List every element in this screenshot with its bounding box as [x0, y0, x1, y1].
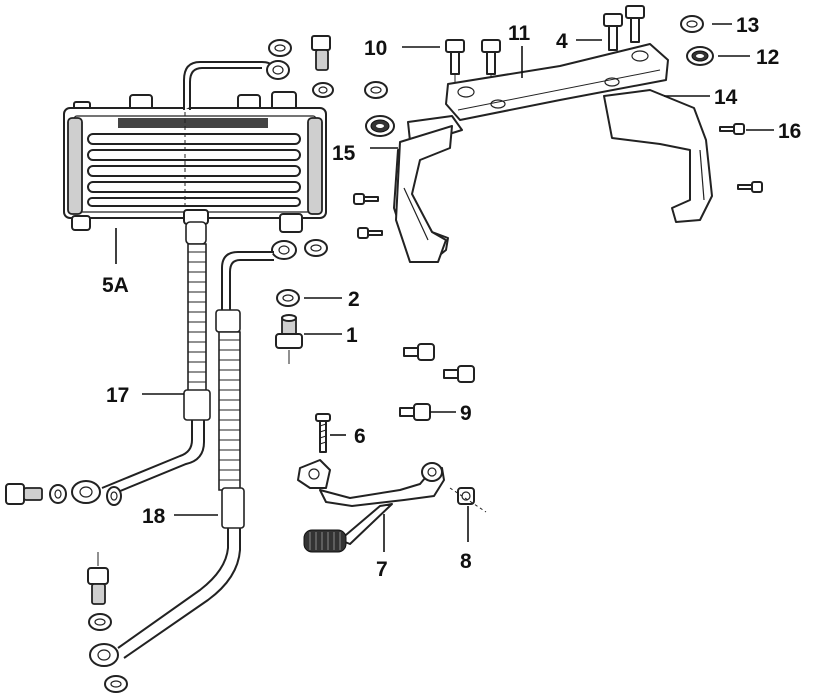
callout-15: 15: [332, 142, 356, 165]
callout-6: 6: [354, 425, 366, 448]
bracket-11: [445, 43, 669, 121]
callout-10: 10: [364, 37, 387, 60]
bolt-10b: [481, 39, 501, 86]
fitting-washer: [304, 239, 328, 257]
callout-labels: 10 11 4 13 12 14 16 15 5A 2 1 17 9 6 18 …: [102, 14, 801, 581]
callout-4: 4: [556, 30, 568, 53]
callout-9: 9: [460, 402, 472, 425]
callout-14: 14: [714, 86, 738, 109]
callout-2: 2: [348, 288, 360, 311]
screws-left-cover: [353, 193, 383, 239]
washer-13: [680, 15, 704, 33]
cooler-tubes: [87, 133, 301, 207]
callout-5a: 5A: [102, 274, 129, 297]
screws-16: [719, 123, 763, 193]
callout-13: 13: [736, 14, 759, 37]
bottom-banjo-bolt: [87, 552, 128, 693]
nut-8: [449, 487, 487, 513]
screw-6: [315, 413, 331, 453]
hose-18: [89, 240, 297, 667]
cover-14: [603, 89, 713, 223]
bolts-9: [399, 343, 475, 421]
callout-1: 1: [346, 324, 358, 347]
callout-8: 8: [460, 550, 472, 573]
cooler-fins: [118, 118, 268, 128]
shift-pedal-rubber: [303, 529, 347, 553]
top-banjo-bolt: [268, 35, 334, 98]
bolts-4: [603, 5, 645, 51]
callout-11: 11: [508, 22, 531, 45]
cover-15: [393, 115, 463, 263]
bolt-10: [445, 39, 465, 86]
leader-lines: [115, 23, 774, 552]
callout-18: 18: [142, 505, 166, 528]
hose-17: [71, 221, 211, 504]
washer-12: [686, 46, 714, 66]
bracket-washers-left: [364, 81, 395, 137]
upper-cooler-pipe: [183, 60, 290, 110]
callout-7: 7: [376, 558, 388, 581]
oil-cooler-radiator: [63, 91, 327, 233]
callout-17: 17: [106, 384, 129, 407]
callout-16: 16: [778, 120, 801, 143]
callout-12: 12: [756, 46, 779, 69]
shift-lever-7: [297, 459, 445, 553]
banjo-bolt-1: [275, 314, 303, 364]
washer-2: [276, 289, 300, 307]
left-banjo-bolt: [5, 483, 122, 506]
